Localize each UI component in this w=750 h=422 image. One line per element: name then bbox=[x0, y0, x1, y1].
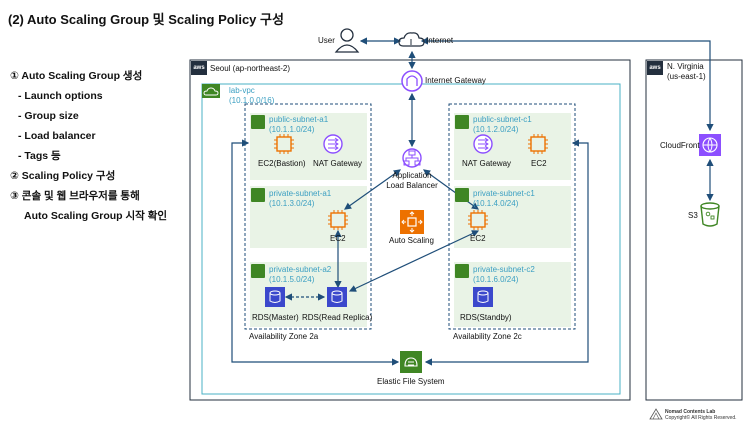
seoul-region-label: Seoul (ap-northeast-2) bbox=[210, 64, 291, 73]
steps-list: ① Auto Scaling Group 생성 - Launch options… bbox=[10, 66, 167, 226]
internet-cloud-icon bbox=[398, 32, 425, 47]
ec2-c-label: EC2 bbox=[470, 234, 486, 243]
private-subnet-c2-cidr: (10.1.6.0/24) bbox=[473, 275, 519, 284]
vpc-name: lab-vpc bbox=[229, 86, 255, 95]
rds-standby-icon bbox=[473, 287, 493, 307]
ec2-a-label: EC2 bbox=[330, 234, 346, 243]
s3-label: S3 bbox=[688, 211, 698, 220]
rds-master-label: RDS(Master) bbox=[252, 313, 299, 322]
user-icon bbox=[334, 28, 360, 53]
nat-gateway-a-icon bbox=[323, 134, 343, 154]
public-subnet-a1-name: public-subnet-a1 bbox=[269, 115, 329, 124]
virginia-region-code: (us-east-1) bbox=[667, 72, 706, 81]
ec2-public-c1-icon bbox=[528, 134, 548, 154]
private-subnet-a1-lock-icon bbox=[251, 188, 265, 202]
load-balancer-label-2: Load Balancer bbox=[386, 181, 438, 190]
rds-standby-label: RDS(Standby) bbox=[460, 313, 512, 322]
page-title: (2) Auto Scaling Group 및 Scaling Policy … bbox=[8, 12, 284, 27]
nat-gateway-c-icon bbox=[473, 134, 493, 154]
az-2a-label: Availability Zone 2a bbox=[249, 332, 319, 341]
step-2: ② Scaling Policy 구성 bbox=[10, 170, 116, 182]
nat-gateway-c-label: NAT Gateway bbox=[462, 159, 512, 168]
private-subnet-c2-name: private-subnet-c2 bbox=[473, 265, 535, 274]
load-balancer-icon bbox=[402, 148, 422, 168]
auto-scaling-label: Auto Scaling bbox=[389, 236, 434, 245]
user-label: User bbox=[318, 36, 335, 45]
cloudfront-label: CloudFront bbox=[660, 141, 700, 150]
public-subnet-a1-lock-icon bbox=[251, 115, 265, 129]
private-subnet-c1-lock-icon bbox=[455, 188, 469, 202]
internet-gateway-label: Internet Gateway bbox=[425, 76, 486, 85]
efs-icon bbox=[400, 351, 422, 373]
load-balancer-label-1: Application bbox=[392, 171, 432, 180]
private-subnet-c1-name: private-subnet-c1 bbox=[473, 189, 535, 198]
public-subnet-c1-name: public-subnet-c1 bbox=[473, 115, 532, 124]
private-subnet-a1-cidr: (10.1.3.0/24) bbox=[269, 199, 315, 208]
internet-label: Internet bbox=[426, 36, 454, 45]
az-2c-label: Availability Zone 2c bbox=[453, 332, 522, 341]
vpc-badge-icon bbox=[202, 84, 220, 98]
rds-master-icon bbox=[265, 287, 285, 307]
ec2-bastion-icon bbox=[274, 134, 294, 154]
private-subnet-a2-cidr: (10.1.5.0/24) bbox=[269, 275, 315, 284]
step-3: ③ 콘솔 및 웹 브라우저를 통해 bbox=[10, 190, 140, 202]
private-subnet-c1-cidr: (10.1.4.0/24) bbox=[473, 199, 519, 208]
private-subnet-c2-lock-icon bbox=[455, 264, 469, 278]
virginia-region-box bbox=[645, 59, 743, 401]
step-1-launch-options: - Launch options bbox=[18, 90, 103, 102]
step-1: ① Auto Scaling Group 생성 bbox=[10, 70, 143, 82]
s3-bucket-icon bbox=[700, 202, 720, 227]
vpc-cidr: (10.1.0.0/16) bbox=[229, 96, 275, 105]
nat-gateway-a-label: NAT Gateway bbox=[313, 159, 363, 168]
private-subnet-a2-lock-icon bbox=[251, 264, 265, 278]
ec2-bastion-label: EC2(Bastion) bbox=[258, 159, 306, 168]
az-2a-box bbox=[244, 103, 372, 330]
aws-logo-icon: aws bbox=[647, 61, 663, 75]
internet-gateway-icon bbox=[401, 70, 423, 92]
private-subnet-a1-name: private-subnet-a1 bbox=[269, 189, 332, 198]
ec2-a-icon bbox=[328, 210, 348, 230]
nomad-logo-icon bbox=[649, 408, 663, 420]
virginia-region-label: N. Virginia bbox=[667, 62, 704, 71]
ec2-c-icon bbox=[468, 210, 488, 230]
step-1-load-balancer: - Load balancer bbox=[18, 130, 96, 142]
rds-replica-label: RDS(Read Replica) bbox=[302, 313, 373, 322]
step-3-continued: Auto Scaling Group 시작 확인 bbox=[24, 210, 168, 222]
aws-logo-icon: aws bbox=[191, 61, 207, 75]
public-subnet-a1-cidr: (10.1.1.0/24) bbox=[269, 125, 315, 134]
private-subnet-a2-name: private-subnet-a2 bbox=[269, 265, 332, 274]
copyright-brand: Nomad Contents Lab bbox=[665, 409, 716, 415]
ec2-public-c1-label: EC2 bbox=[531, 159, 547, 168]
copyright-text: Copyright© All Rights Reserved. bbox=[665, 415, 737, 421]
public-subnet-c1-cidr: (10.1.2.0/24) bbox=[473, 125, 519, 134]
cloudfront-icon bbox=[699, 134, 721, 156]
rds-replica-icon bbox=[327, 287, 347, 307]
step-1-group-size: - Group size bbox=[18, 110, 79, 122]
efs-label: Elastic File System bbox=[377, 377, 445, 386]
step-1-tags: - Tags 등 bbox=[18, 150, 61, 162]
auto-scaling-icon bbox=[400, 210, 424, 234]
public-subnet-c1-lock-icon bbox=[455, 115, 469, 129]
